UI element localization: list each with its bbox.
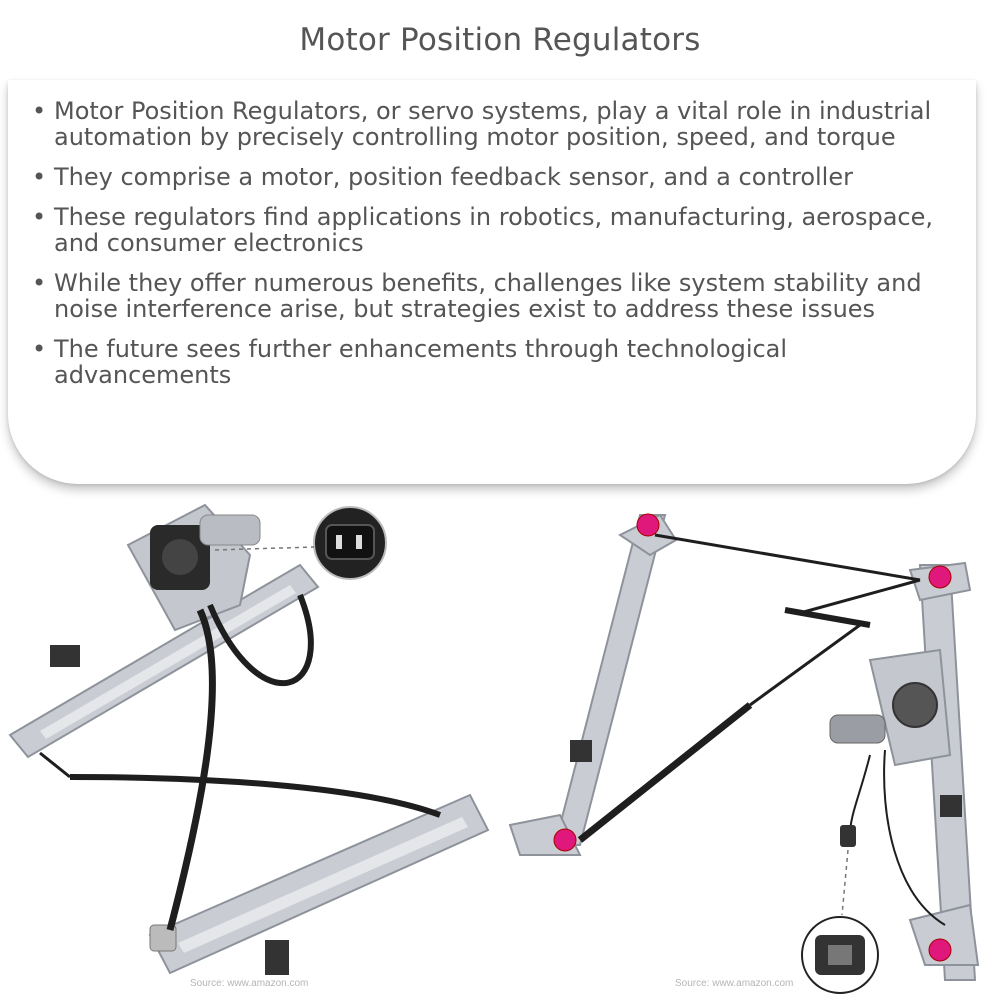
left-image-source: Source: www.amazon.com xyxy=(190,978,309,989)
bullet-list: Motor Position Regulators, or servo syst… xyxy=(30,98,965,402)
right-image-source: Source: www.amazon.com xyxy=(675,978,794,989)
bullet-item: While they offer numerous benefits, chal… xyxy=(30,270,965,322)
right-window-regulator-image xyxy=(508,513,980,994)
bullet-item: Motor Position Regulators, or servo syst… xyxy=(30,98,965,150)
page-title: Motor Position Regulators xyxy=(299,22,701,58)
bullet-item: These regulators find applications in ro… xyxy=(30,204,965,256)
bullet-item: They comprise a motor, position feedback… xyxy=(30,164,965,190)
bullet-item: The future sees further enhancements thr… xyxy=(30,336,965,388)
left-window-regulator-image xyxy=(8,503,490,975)
